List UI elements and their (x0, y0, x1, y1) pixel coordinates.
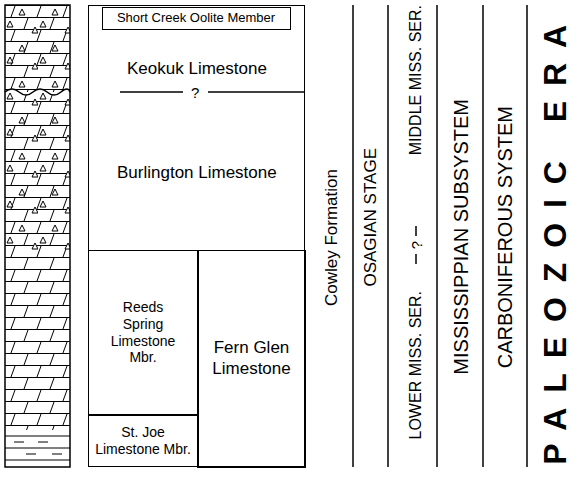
stage-label: OSAGIAN STAGE (362, 148, 379, 287)
chert-pattern (5, 5, 70, 250)
query-mark: ? (189, 85, 201, 100)
lithology-column (5, 5, 70, 467)
contact-line (208, 91, 305, 93)
unit-label: Keokuk Limestone (125, 60, 269, 77)
formation-name: Cowley Formation (323, 169, 340, 306)
contact-line (120, 91, 183, 93)
system-label: CARBONIFEROUS SYSTEM (495, 106, 515, 368)
member-box: Short Creek Oolite Member (102, 7, 291, 30)
unit-name: Short Creek Oolite Member (117, 10, 275, 25)
limestone-pattern (5, 5, 70, 467)
member-box: St. Joe Limestone Mbr. (88, 414, 199, 467)
unit-name: Fern Glen Limestone (206, 338, 298, 378)
unit-name: St. Joe Limestone Mbr. (91, 424, 195, 457)
shale-pattern (5, 436, 70, 460)
unit-label: Burlington Limestone (115, 164, 279, 181)
query-mark: ? (409, 241, 424, 249)
series-label: MIDDLE MISS. SER. (408, 5, 424, 155)
unit-name: Reeds Spring Limestone Mbr. (107, 299, 179, 365)
unconformity-line (5, 89, 70, 95)
member-box: Reeds Spring Limestone Mbr. (88, 250, 199, 416)
column-rules (353, 5, 527, 467)
era-label: PALEOZOIC ERA (539, 10, 571, 465)
series-label: LOWER MISS. SER. (408, 291, 424, 439)
formation-box: Fern Glen Limestone (197, 250, 306, 468)
subsystem-label: MISSISSIPPIAN SUBSYSTEM (451, 99, 471, 375)
